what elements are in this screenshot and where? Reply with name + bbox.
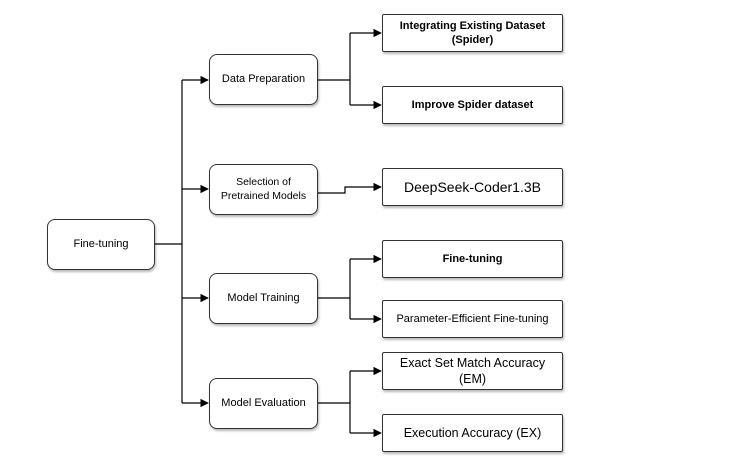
output-node-integrating-dataset: Integrating Existing Dataset (Spider) bbox=[382, 14, 563, 52]
output-label: Fine-tuning bbox=[442, 252, 503, 265]
stage-node-data-preparation: Data Preparation bbox=[209, 54, 318, 105]
root-node-label: Fine-tuning bbox=[73, 238, 129, 251]
stage-label: Data Preparation bbox=[221, 73, 306, 86]
stage-node-model-training: Model Training bbox=[209, 273, 318, 324]
stage-label: Selection of Pretrained Models bbox=[220, 175, 307, 202]
output-node-deepseek: DeepSeek-Coder1.3B bbox=[382, 168, 563, 206]
output-node-improve-spider: Improve Spider dataset bbox=[382, 86, 563, 124]
root-node-fine-tuning: Fine-tuning bbox=[47, 219, 155, 270]
output-label: Integrating Existing Dataset (Spider) bbox=[399, 19, 546, 46]
stage-node-selection-pretrained: Selection of Pretrained Models bbox=[209, 164, 318, 215]
output-label: Execution Accuracy (EX) bbox=[403, 425, 542, 440]
output-node-fine-tuning: Fine-tuning bbox=[382, 240, 563, 278]
output-node-peft: Parameter-Efficient Fine-tuning bbox=[382, 300, 563, 338]
stage-node-model-evaluation: Model Evaluation bbox=[209, 378, 318, 429]
output-node-ex: Execution Accuracy (EX) bbox=[382, 414, 563, 452]
output-label: Improve Spider dataset bbox=[411, 98, 534, 111]
output-label: Exact Set Match Accuracy (EM) bbox=[399, 355, 546, 386]
stage-label: Model Training bbox=[227, 292, 300, 305]
output-label: DeepSeek-Coder1.3B bbox=[404, 178, 541, 195]
connector-to-deepseek bbox=[318, 182, 382, 194]
output-node-em: Exact Set Match Accuracy (EM) bbox=[382, 352, 563, 390]
stage-label: Model Evaluation bbox=[221, 397, 306, 410]
output-label: Parameter-Efficient Fine-tuning bbox=[396, 312, 549, 325]
